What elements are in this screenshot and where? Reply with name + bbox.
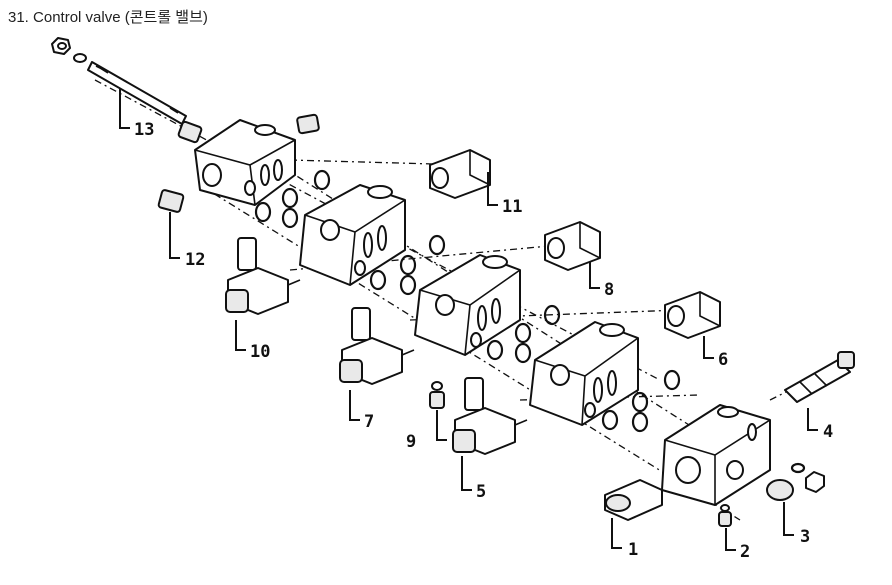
callout-10: 10 [250,342,270,362]
callout-5: 5 [476,482,486,502]
plug-3 [766,462,825,501]
callout-6: 6 [718,350,728,370]
callout-9: 9 [406,432,416,452]
working-section-2 [414,221,601,364]
working-section-3 [529,291,721,433]
callout-2: 2 [740,542,750,562]
callout-13: 13 [134,120,154,140]
spool-4 [784,351,855,403]
callout-11: 11 [502,197,522,217]
callout-8: 8 [604,280,614,300]
callout-12: 12 [185,250,205,270]
callout-7: 7 [364,412,374,432]
leader-lines [119,88,818,551]
inlet-section [157,113,331,229]
relief-valve-7 [339,307,415,385]
working-section-1 [299,149,491,296]
plug-9 [429,381,445,409]
callout-3: 3 [800,527,810,547]
plug-2 [718,504,732,527]
plug-1 [604,479,663,521]
relief-valve-5 [452,377,528,455]
callout-4: 4 [823,422,833,442]
outlet-section [661,404,771,506]
page-title: 31. Control valve (콘트롤 밸브) [8,9,208,26]
relief-valve-10 [225,237,301,315]
callout-labels: 1 2 3 4 5 6 7 8 9 10 11 12 13 [134,120,833,562]
callout-1: 1 [628,540,638,560]
